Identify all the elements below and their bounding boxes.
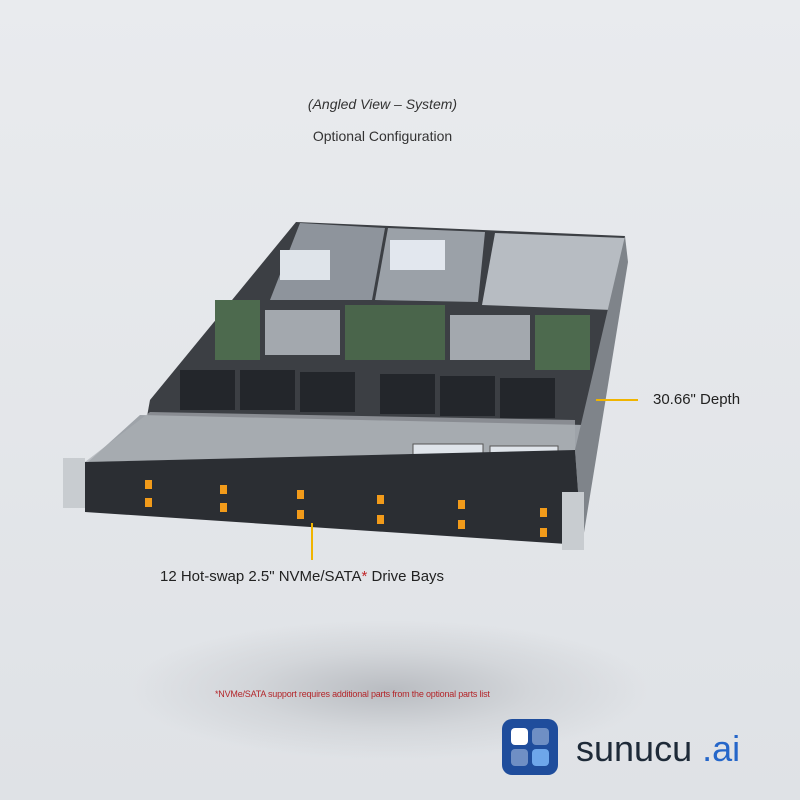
brand-wordmark: sunucu.ai: [576, 728, 740, 770]
view-subtitle: (Angled View – System): [307, 96, 458, 112]
bays-asterisk: *: [361, 568, 368, 585]
brand-name: sunucu: [576, 728, 693, 769]
brand-logo-icon: [502, 719, 558, 775]
brand-suffix: .ai: [702, 728, 741, 769]
drive-bays: [145, 480, 547, 537]
drive-bays-callout: 12 Hot-swap 2.5" NVMe/SATA* Drive Bays: [160, 568, 444, 585]
config-label: Optional Configuration: [312, 128, 453, 144]
depth-leader-line: [596, 399, 638, 401]
bays-suffix: Drive Bays: [367, 568, 445, 585]
footnote: *NVMe/SATA support requires additional p…: [215, 689, 490, 699]
depth-callout: 30.66" Depth: [653, 391, 741, 408]
bays-text: 12 Hot-swap 2.5" NVMe/SATA: [160, 568, 362, 585]
server-chassis: [63, 222, 628, 550]
bays-leader-line: [311, 523, 313, 560]
